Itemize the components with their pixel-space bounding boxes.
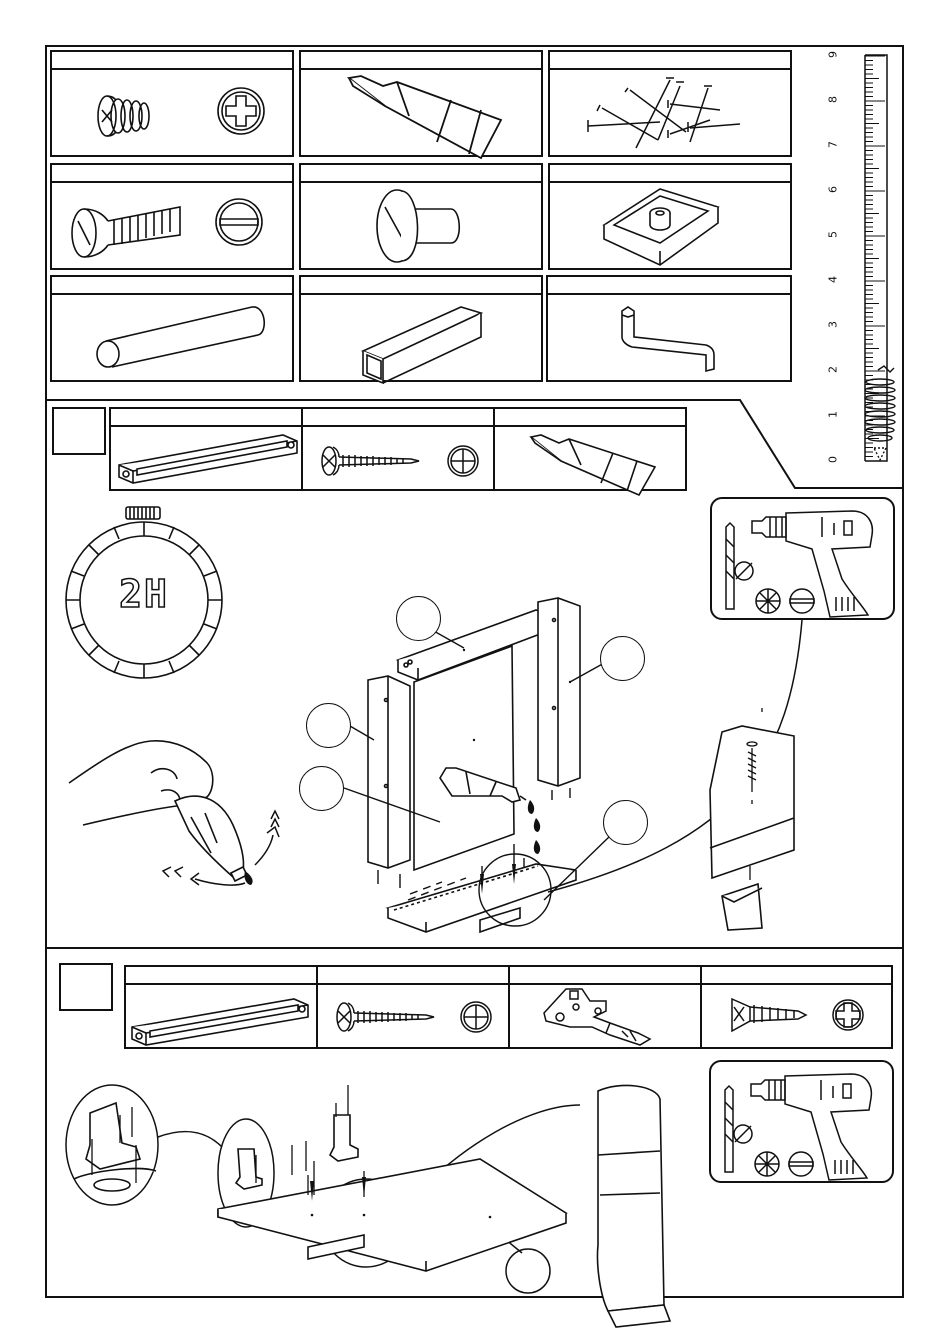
- step2-part-hinge: [508, 965, 702, 1049]
- countersunk-screw-icon: [702, 983, 892, 1049]
- power-drill-icon: [711, 1062, 891, 1180]
- wood-screw-icon: [318, 983, 508, 1049]
- handle-rail-icon: [111, 425, 301, 491]
- step1-part-glue: [493, 407, 687, 491]
- step2-part-wood-screw: [316, 965, 510, 1049]
- part-callout-top: [396, 596, 441, 641]
- part-callout-left: [306, 703, 351, 748]
- step-1-number-box: [52, 407, 106, 455]
- step1-part-handle-rail: [109, 407, 303, 491]
- timer-label: 2H: [111, 572, 177, 616]
- step2-part-handle-rail: [124, 965, 318, 1049]
- part-callout-back: [299, 766, 344, 811]
- door-hinge-assembly: [60, 1085, 700, 1325]
- screw-detail-illustration: [540, 500, 740, 940]
- step2-part-countersunk-screw: [700, 965, 893, 1049]
- wood-screw-icon: [303, 425, 493, 491]
- hinge-icon: [510, 983, 700, 1049]
- handle-rail-icon: [126, 983, 316, 1049]
- hand-glue-illustration: [65, 735, 305, 935]
- step-2-number-box: [59, 963, 113, 1011]
- step1-part-wood-screw: [301, 407, 495, 491]
- glue-tube-icon: [495, 425, 685, 491]
- drill-tool-box-2: [709, 1060, 894, 1183]
